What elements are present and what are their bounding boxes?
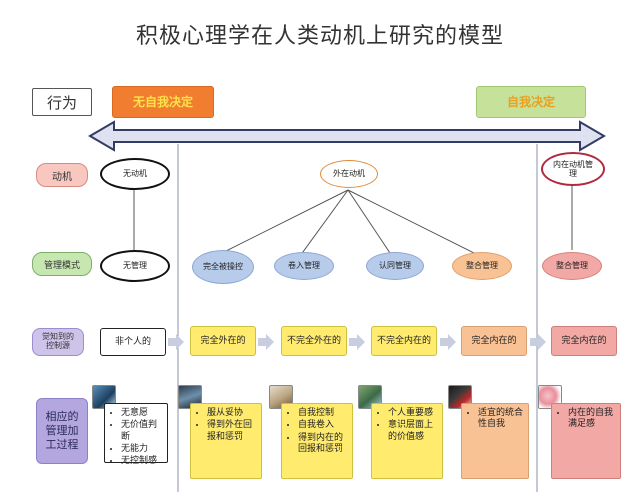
process-column-integrated: 适宜的统合性自我 [461,403,529,479]
locus-impersonal: 非个人的 [100,328,166,356]
locus-somewhat-external: 不完全外在的 [281,326,347,356]
regulation-identified: 认同管理 [366,252,424,280]
photo-red-figure-icon [448,385,472,409]
process-item: 意识层面上的价值感 [388,420,438,443]
process-list-0: 无意愿 无价值判断 无能力 无控制感 [111,408,163,467]
process-column-introjected: 自我控制 自我卷入 得到内在的回报和惩罚 [281,403,353,479]
process-list-1: 服从妥协 得到外在回报和惩罚 [197,408,257,443]
diagram-title: 积极心理学在人类动机上研究的模型 [135,24,504,49]
process-list-3: 个人重要感 意识层面上的价值感 [378,408,438,443]
behavior-row-label: 行为 [32,88,92,116]
locus-internal-intrinsic: 完全内在的 [551,326,617,356]
locus-internal: 完全内在的 [461,326,527,356]
regulation-none: 无管理 [100,250,170,282]
self-determination-box: 自我决定 [476,86,586,118]
process-column-external: 服从妥协 得到外在回报和惩罚 [190,403,262,479]
regulation-introjected: 卷入管理 [274,252,334,280]
extrinsic-motivation-ellipse: 外在动机 [320,160,378,188]
motivation-row-label: 动机 [36,163,88,187]
process-item: 服从妥协 [207,408,257,419]
process-list-4: 适宜的统合性自我 [468,408,524,431]
process-item: 适宜的统合性自我 [478,408,524,431]
process-item: 内在的自我满足感 [568,408,616,431]
no-self-determination-box: 无自我决定 [112,86,214,118]
regulation-external: 完全被操控 [192,250,254,284]
process-list-2: 自我控制 自我卷入 得到内在的回报和惩罚 [288,408,348,455]
intrinsic-motivation-ellipse: 内在动机管理 [541,152,605,186]
process-item: 无价值判断 [121,420,163,443]
photo-ocean-icon [92,385,116,409]
process-item: 自我控制 [298,408,348,419]
locus-external: 完全外在的 [190,326,256,356]
process-column-identified: 个人重要感 意识层面上的价值感 [371,403,443,479]
regulation-intrinsic: 整合管理 [542,252,602,280]
process-item: 无控制感 [121,456,163,467]
process-column-amotivation: 无意愿 无价值判断 无能力 无控制感 [104,403,168,466]
process-item: 无能力 [121,444,163,455]
process-item: 个人重要感 [388,408,438,419]
process-item: 得到外在回报和惩罚 [207,420,257,443]
regulation-integrated: 整合管理 [452,252,512,280]
process-item: 自我卷入 [298,420,348,431]
process-list-5: 内在的自我满足感 [558,408,616,431]
process-item: 得到内在的回报和惩罚 [298,433,348,456]
locus-somewhat-internal: 不完全内在的 [371,326,437,356]
locus-row-label: 觉知到的控制源 [32,328,84,356]
regulation-row-label: 管理模式 [32,252,92,276]
processes-row-label: 相应的管理加工过程 [36,398,88,464]
process-item: 无意愿 [121,408,163,419]
amotivation-ellipse: 无动机 [100,158,170,190]
process-column-intrinsic: 内在的自我满足感 [551,403,621,479]
